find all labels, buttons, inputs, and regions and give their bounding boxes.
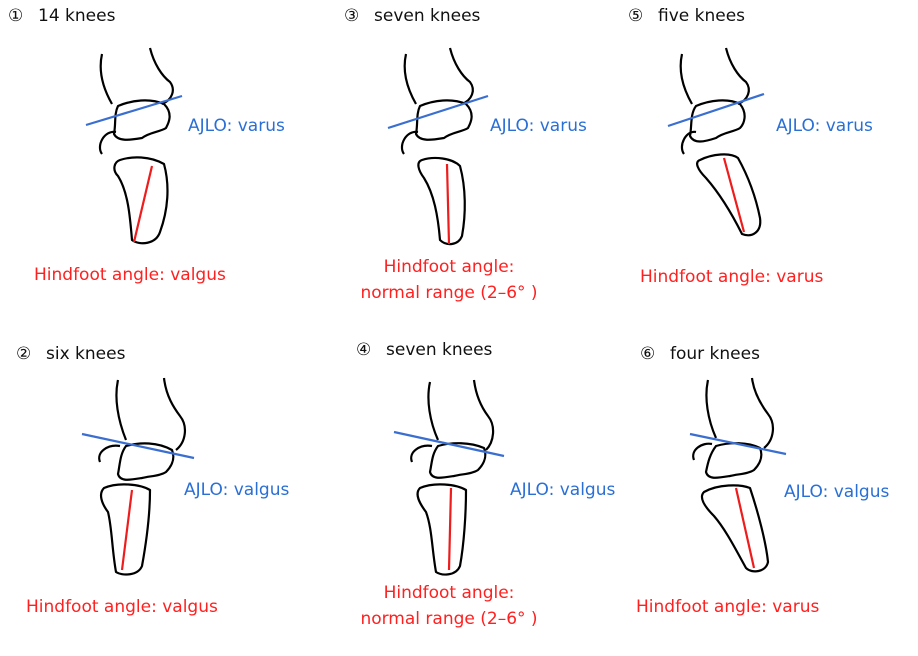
hindfoot-line-1: Hindfoot angle: xyxy=(336,254,562,280)
ajlo-label: AJLO: valgus xyxy=(784,482,889,502)
tibia-outline xyxy=(405,48,473,104)
hindfoot-line-1: Hindfoot angle: valgus xyxy=(26,594,218,620)
talus-outline xyxy=(118,443,173,479)
calcaneus-outline xyxy=(697,154,760,235)
calcaneus-outline xyxy=(418,158,464,244)
hindfoot-line-2: normal range (2–6° ) xyxy=(336,606,562,632)
hindfoot-line-1: Hindfoot angle: xyxy=(336,580,562,606)
ajlo-label: AJLO: varus xyxy=(490,116,587,136)
talus-outline xyxy=(430,443,485,478)
hindfoot-line-2: normal range (2–6° ) xyxy=(336,280,562,306)
talus-lower-outline xyxy=(99,446,120,462)
calcaneus-outline xyxy=(114,157,167,243)
hindfoot-axis-line xyxy=(134,166,152,242)
tibia-outline xyxy=(101,48,173,104)
hindfoot-axis-line xyxy=(447,164,449,244)
tibia-outline xyxy=(428,380,493,450)
talus-outline xyxy=(706,443,761,478)
ajlo-label: AJLO: varus xyxy=(776,116,873,136)
hindfoot-label: Hindfoot angle: normal range (2–6° ) xyxy=(336,580,562,632)
talus-outline xyxy=(690,100,745,141)
tibia-outline xyxy=(116,378,185,450)
hindfoot-label: Hindfoot angle: normal range (2–6° ) xyxy=(336,254,562,306)
hindfoot-label: Hindfoot angle: varus xyxy=(640,264,823,290)
ajlo-label: AJLO: valgus xyxy=(184,480,289,500)
hindfoot-axis-line xyxy=(122,490,132,570)
hindfoot-line-1: Hindfoot angle: varus xyxy=(640,264,823,290)
hindfoot-label: Hindfoot angle: varus xyxy=(636,594,819,620)
ajlo-line xyxy=(668,94,764,126)
calcaneus-outline xyxy=(418,484,466,574)
hindfoot-axis-line xyxy=(449,488,451,570)
calcaneus-outline xyxy=(101,484,150,574)
ajlo-line xyxy=(394,432,504,456)
talus-lower-outline xyxy=(682,132,696,154)
talus-lower-outline xyxy=(411,446,432,462)
tibia-outline xyxy=(706,378,773,448)
hindfoot-line-1: Hindfoot angle: varus xyxy=(636,594,819,620)
hindfoot-line-1: Hindfoot angle: valgus xyxy=(34,262,226,288)
calcaneus-outline xyxy=(702,485,768,571)
talus-outline xyxy=(416,100,472,139)
hindfoot-label: Hindfoot angle: valgus xyxy=(34,262,226,288)
talus-outline xyxy=(114,100,170,139)
hindfoot-label: Hindfoot angle: valgus xyxy=(26,594,218,620)
ajlo-label: AJLO: varus xyxy=(188,116,285,136)
ajlo-label: AJLO: valgus xyxy=(510,480,615,500)
tibia-outline xyxy=(681,48,749,104)
